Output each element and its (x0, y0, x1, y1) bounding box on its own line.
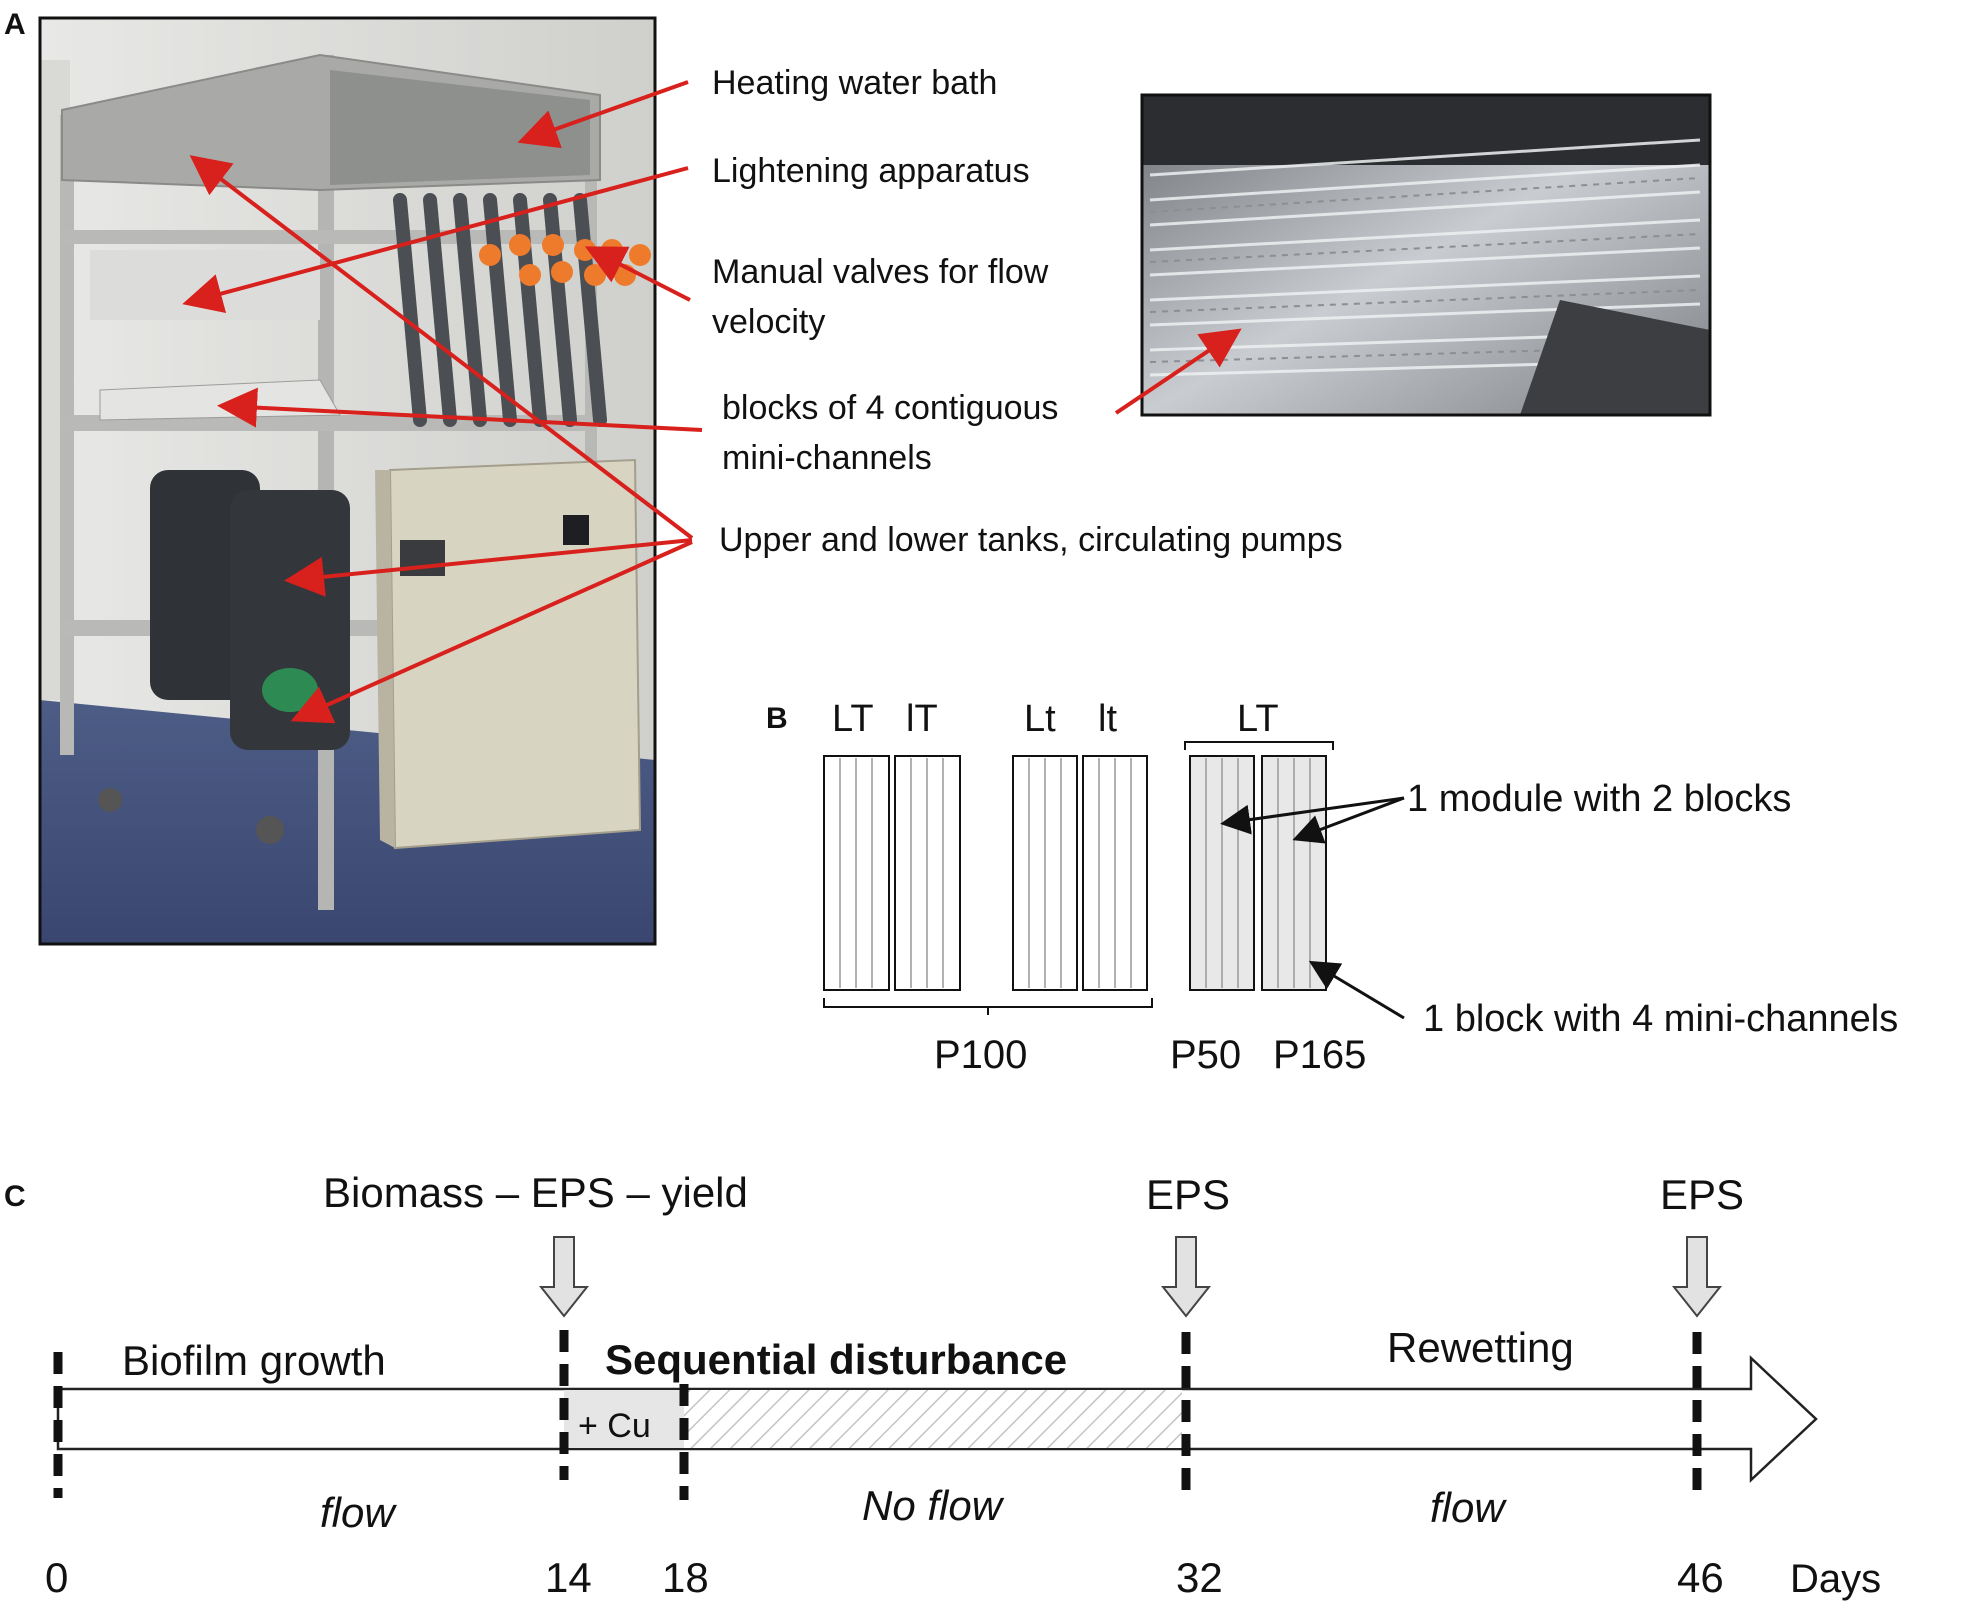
label-P100: P100 (934, 1033, 1027, 1077)
block-P50 (1189, 755, 1255, 991)
block-lT (894, 755, 961, 991)
block-lt (1082, 755, 1148, 991)
label-P165: P165 (1273, 1033, 1366, 1077)
label-lt: lt (1098, 698, 1117, 740)
label-module-2-blocks: 1 module with 2 blocks (1407, 778, 1791, 820)
phase-label-disturbance: Sequential disturbance (605, 1336, 1067, 1383)
day-tick-46: 46 (1677, 1554, 1724, 1601)
day-tick-18: 18 (662, 1554, 709, 1601)
panel-letter-c: C (4, 1180, 26, 1213)
module-bracket-top (1184, 741, 1334, 750)
sampling-arrow-14 (538, 1236, 590, 1318)
photo-main (40, 18, 655, 944)
red-pointer-arrows (182, 80, 1242, 724)
flow-label-no-flow: No flow (862, 1482, 1005, 1529)
flow-label-growth: flow (320, 1489, 397, 1536)
sampling-arrow-32 (1160, 1236, 1212, 1318)
label-LT-2: LT (1237, 698, 1279, 740)
callout-heating-water-bath: Heating water bath (712, 64, 997, 102)
photo-inset (1142, 95, 1710, 415)
sampling-label-eps-46: EPS (1660, 1171, 1744, 1218)
block-LT-1 (823, 755, 890, 991)
block-group (823, 755, 1327, 991)
sampling-arrows (538, 1236, 1723, 1318)
panel-letter-b: B (766, 702, 788, 735)
no-flow-segment (684, 1390, 1182, 1448)
copper-segment (564, 1390, 684, 1448)
block-P165 (1261, 755, 1327, 991)
day-tick-14: 14 (545, 1554, 592, 1601)
label-P50: P50 (1170, 1033, 1241, 1077)
black-pointer-arrows (1220, 796, 1405, 1020)
callout-manual-valves-line2: velocity (712, 303, 825, 341)
callout-blocks-channels: blocks of 4 contiguous (722, 389, 1058, 427)
sampling-arrow-46 (1671, 1236, 1723, 1318)
day-tick-32: 32 (1176, 1554, 1223, 1601)
label-lT: lT (906, 698, 938, 740)
p100-bracket (823, 998, 1153, 1015)
label-Lt: Lt (1024, 698, 1056, 740)
callout-lightening-apparatus: Lightening apparatus (712, 152, 1030, 190)
timeline-arrow (56, 1355, 1818, 1483)
axis-unit-days: Days (1790, 1557, 1881, 1601)
block-Lt (1012, 755, 1078, 991)
sampling-label-eps-32: EPS (1146, 1171, 1230, 1218)
label-block-4-channels: 1 block with 4 mini-channels (1423, 998, 1898, 1040)
label-LT-1: LT (832, 698, 874, 740)
callout-blocks-channels-line2: mini-channels (722, 439, 932, 477)
flow-label-rewetting: flow (1430, 1484, 1507, 1531)
callout-manual-valves: Manual valves for flow (712, 253, 1049, 291)
callout-tanks-pumps: Upper and lower tanks, circulating pumps (719, 521, 1343, 559)
sampling-label-biomass: Biomass – EPS – yield (323, 1169, 748, 1216)
milestone-lines (53, 1330, 1702, 1500)
copper-label: + Cu (578, 1407, 651, 1445)
photo-main-frame (38, 16, 657, 946)
panel-letter-a: A (4, 8, 26, 41)
day-tick-0: 0 (45, 1554, 68, 1601)
photo-inset-frame (1140, 93, 1712, 417)
phase-label-rewetting: Rewetting (1387, 1324, 1574, 1371)
phase-label-growth: Biofilm growth (122, 1337, 386, 1384)
